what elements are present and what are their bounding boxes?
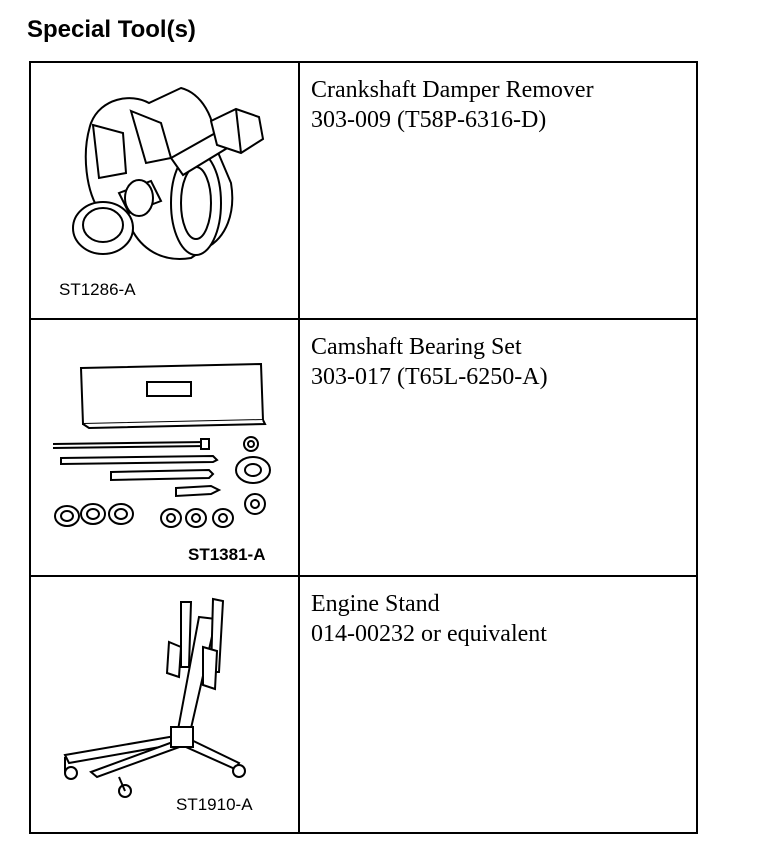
tool-illustration-cell: ST1381-A [29,318,300,577]
tool-name: Crankshaft Damper Remover [311,77,594,103]
tool-description-cell: Engine Stand 014-00232 or equivalent [298,575,698,834]
table-row: ST1286-A Crankshaft Damper Remover 303-0… [29,61,698,320]
tool-name: Camshaft Bearing Set [311,334,522,360]
image-code: ST1286-A [59,280,136,299]
table-row: ST1381-A Camshaft Bearing Set 303-017 (T… [29,318,698,577]
tool-description-cell: Crankshaft Damper Remover 303-009 (T58P-… [298,61,698,320]
tool-number: 303-017 (T65L-6250-A) [311,364,548,390]
page-title: Special Tool(s) [27,16,196,43]
tool-illustration-cell: ST1286-A [29,61,300,320]
tool-description-cell: Camshaft Bearing Set 303-017 (T65L-6250-… [298,318,698,577]
engine-stand-icon [63,597,246,798]
camshaft-bearing-set-icon [52,362,271,528]
tool-number: 014-00232 or equivalent [311,621,547,647]
image-code: ST1910-A [176,795,253,814]
image-code: ST1381-A [188,545,266,564]
crankshaft-damper-remover-icon [72,86,265,260]
tool-number: 303-009 (T58P-6316-D) [311,107,547,133]
tool-illustration-cell: ST1910-A [29,575,300,834]
tool-name: Engine Stand [311,591,440,617]
table-row: ST1910-A Engine Stand 014-00232 or equiv… [29,575,698,834]
special-tools-table: ST1286-A Crankshaft Damper Remover 303-0… [29,61,698,834]
